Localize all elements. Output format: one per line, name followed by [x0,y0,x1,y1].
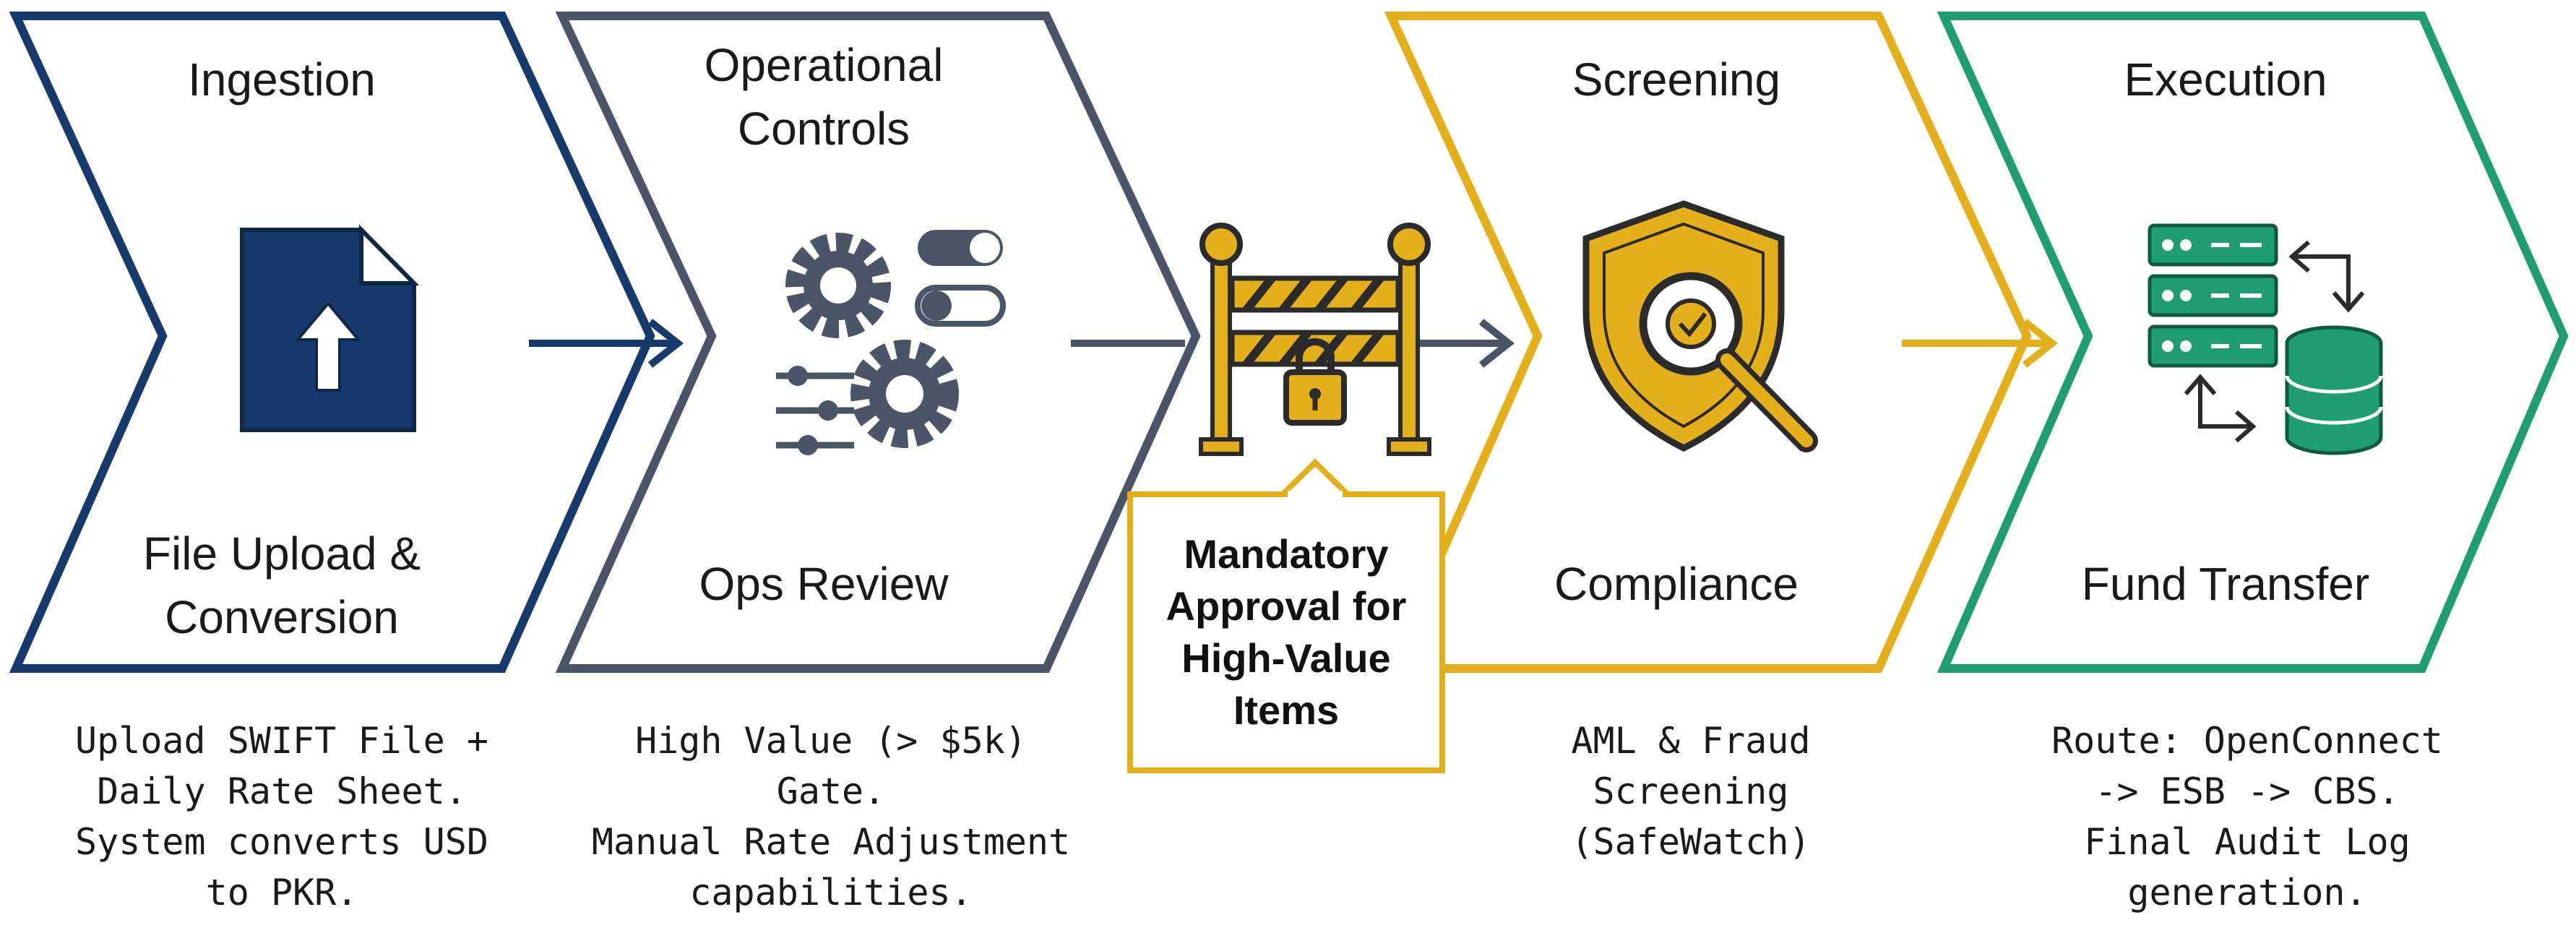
stage-execution-description: Route: OpenConnect -> ESB -> CBS. Final … [2051,720,2443,913]
stage-screening-subtitle: Compliance [1554,558,1799,610]
server-database-icon [2148,223,2383,455]
arrow-ingestion-to-ops [529,319,684,368]
stage-ingestion-subtitle: File Upload & Conversion [142,528,421,643]
stage-ops-description: High Value (> $5k) Gate. Manual Rate Adj… [591,720,1071,913]
gears-toggles-icon [776,230,1006,455]
stage-ops-title: Operational Controls [704,39,944,155]
file-upload-icon [240,224,420,432]
stage-screening-description: AML & Fraud Screening (SafeWatch) [1571,720,1811,863]
stage-execution-title: Execution [2124,53,2327,106]
gate-callout: Mandatory Approval for High-Value Items [1127,491,1445,773]
shield-magnifier-icon [1582,200,1818,452]
gate-callout-label: Mandatory Approval for High-Value Items [1166,531,1407,733]
stage-screening-title: Screening [1572,53,1781,106]
stage-ingestion-title: Ingestion [188,53,376,106]
arrow-screening-to-execution [1902,319,2059,368]
stage-ops-chevron [555,11,1201,673]
barrier-lock-icon [1199,223,1431,456]
stage-ops-subtitle: Ops Review [699,558,949,610]
stage-ingestion-description: Upload SWIFT File + Daily Rate Sheet. Sy… [75,720,488,913]
stage-execution-subtitle: Fund Transfer [2081,558,2370,610]
